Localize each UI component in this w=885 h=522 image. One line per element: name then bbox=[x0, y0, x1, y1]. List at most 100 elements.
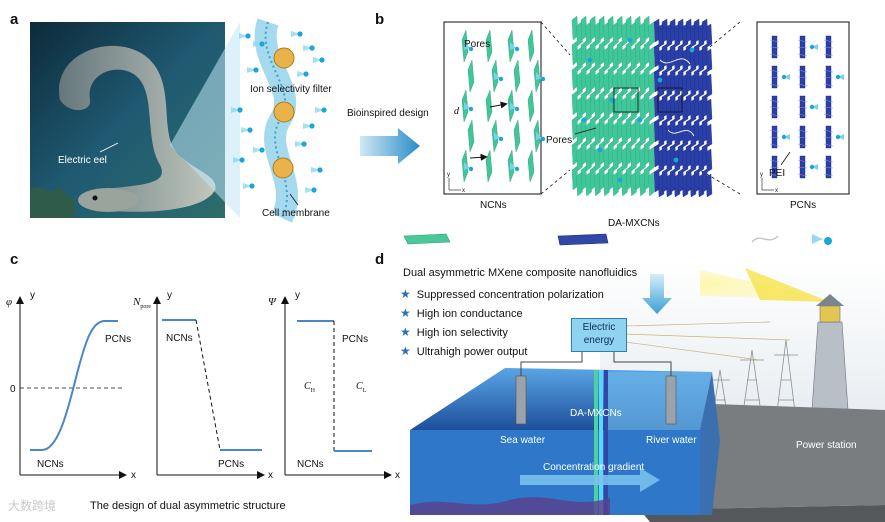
pei-chain bbox=[823, 159, 834, 177]
ion-tail bbox=[305, 187, 314, 193]
porous-nanosheet bbox=[639, 46, 646, 72]
zoom-cone bbox=[170, 22, 240, 218]
feature-item-2: ★High ion conductance bbox=[400, 306, 523, 320]
ion-tail bbox=[812, 164, 818, 170]
sodium-ion bbox=[587, 57, 593, 63]
pei-chain bbox=[823, 129, 834, 147]
sodium-ion bbox=[597, 147, 603, 153]
porous-nanosheet bbox=[639, 121, 646, 147]
porous-nanosheet bbox=[612, 46, 619, 72]
sodium-ion bbox=[239, 157, 245, 163]
seabed-grass bbox=[30, 185, 75, 218]
plot-npore-y-axis-name: y bbox=[167, 290, 172, 301]
porous-nanosheet bbox=[576, 71, 583, 97]
plot-npore-symbol-sub: pore bbox=[140, 304, 151, 310]
sea-water-front bbox=[410, 430, 700, 515]
pei-chain bbox=[797, 69, 808, 87]
sodium-ion bbox=[247, 127, 253, 133]
ion-tail bbox=[231, 107, 240, 113]
plot-npore-top-label: NCNs bbox=[166, 333, 193, 344]
star-icon: ★ bbox=[400, 344, 411, 358]
sodium-ion bbox=[609, 97, 615, 103]
lighthouse bbox=[811, 294, 849, 411]
porous-nanosheet bbox=[576, 96, 583, 122]
sodium-ion bbox=[514, 46, 520, 52]
legend-pei-swatch bbox=[557, 233, 609, 246]
ion-tail bbox=[464, 162, 470, 170]
ion-tail bbox=[510, 162, 516, 170]
plot-npore-symbol-main: N bbox=[132, 296, 141, 308]
porous-nanosheet bbox=[621, 96, 628, 122]
plot-phi-y-axis-name: y bbox=[30, 290, 35, 301]
sodium-ion bbox=[617, 177, 623, 183]
pei-modified-nanosheet bbox=[705, 173, 713, 198]
porous-nanosheet bbox=[527, 89, 535, 123]
zoom-line-left-bottom bbox=[540, 169, 571, 195]
sodium-ions-a bbox=[231, 31, 327, 193]
feature-item-4: ★Ultrahigh power output bbox=[400, 344, 527, 358]
sea-water-label: Sea water bbox=[500, 435, 546, 446]
sodium-ion bbox=[301, 141, 307, 147]
ion-tail bbox=[494, 132, 500, 140]
wire-left bbox=[520, 348, 583, 376]
d-spacing-label: d bbox=[454, 106, 460, 117]
legend-pei-line bbox=[751, 235, 779, 243]
plot-phi-bottom-label: NCNs bbox=[37, 459, 64, 470]
bioinspired-arrow bbox=[360, 128, 420, 164]
eel-head bbox=[78, 188, 138, 212]
plot-phi-symbol: φ bbox=[6, 296, 12, 308]
membrane-callout-line bbox=[289, 193, 299, 206]
da-mxcns-membrane bbox=[594, 370, 608, 515]
electrode-left bbox=[515, 375, 527, 425]
cell-membrane-label: Cell membrane bbox=[262, 208, 330, 219]
porous-nanosheet bbox=[630, 121, 637, 147]
sodium-ion bbox=[245, 33, 251, 39]
gradient-label: Concentration gradient bbox=[543, 462, 644, 473]
sodium-ion bbox=[835, 134, 841, 140]
ion-tail bbox=[247, 67, 256, 73]
pei-chain bbox=[797, 129, 808, 147]
river-water-label: River water bbox=[646, 435, 697, 446]
plot-psi bbox=[281, 296, 392, 479]
sodium-ion bbox=[627, 37, 633, 43]
pores-top-label: Pores bbox=[464, 39, 490, 50]
porous-nanosheet bbox=[594, 171, 601, 197]
legend bbox=[403, 233, 832, 246]
porous-nanosheet bbox=[594, 46, 601, 72]
porous-nanosheet bbox=[527, 29, 535, 63]
plot-psi-cl-sub: L bbox=[363, 388, 367, 394]
plot-psi-x-axis-name: x bbox=[395, 470, 400, 481]
energy-line-1: Electric bbox=[582, 322, 616, 333]
sodium-ion bbox=[468, 106, 474, 112]
plot-psi-y-axis-name: y bbox=[295, 290, 300, 301]
porous-nanosheet bbox=[648, 171, 655, 197]
ion-tail bbox=[838, 74, 844, 80]
porous-nanosheet bbox=[612, 171, 619, 197]
porous-nanosheet bbox=[630, 46, 637, 72]
energy-line-2: energy bbox=[583, 335, 615, 346]
sodium-ion bbox=[259, 41, 265, 47]
porous-nanosheet bbox=[576, 121, 583, 147]
ion-tail bbox=[241, 127, 250, 133]
sodium-ion bbox=[498, 136, 504, 142]
pei-label: PEI bbox=[769, 168, 785, 179]
eel-callout-line bbox=[99, 142, 119, 153]
plot-psi-ch-sub: H bbox=[311, 388, 316, 394]
porous-nanosheet bbox=[467, 59, 475, 93]
panel-d bbox=[410, 260, 885, 522]
ion-tail bbox=[838, 134, 844, 140]
pei-modified-nanosheet bbox=[705, 98, 713, 123]
porous-nanosheet bbox=[630, 71, 637, 97]
porous-nanosheet bbox=[603, 146, 610, 172]
feature-text-2: High ion conductance bbox=[416, 308, 523, 320]
porous-nanosheet bbox=[612, 21, 619, 47]
porous-nanosheet bbox=[648, 96, 655, 122]
plot-phi-curve bbox=[30, 320, 118, 451]
sodium-ion bbox=[673, 157, 679, 163]
porous-nanosheet bbox=[630, 96, 637, 122]
da-mxcns-name: DA-MXCNs bbox=[608, 218, 660, 229]
eel-eye bbox=[92, 195, 98, 201]
ion-tail bbox=[239, 33, 248, 39]
ion-tail bbox=[464, 42, 470, 50]
sodium-ion bbox=[468, 46, 474, 52]
